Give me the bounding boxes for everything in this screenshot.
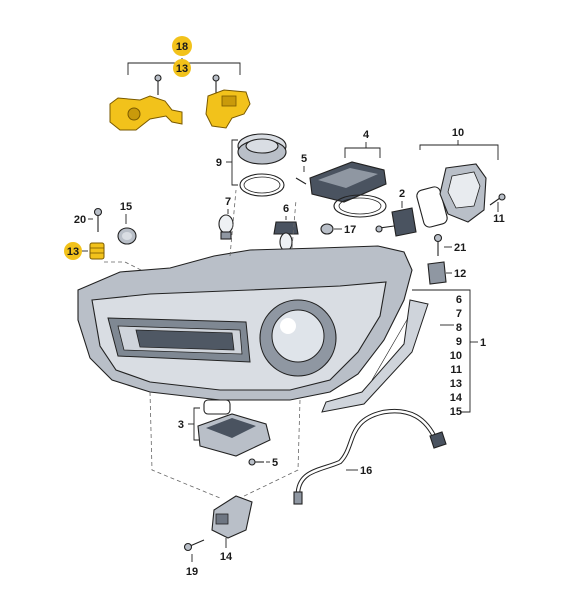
callout-19: 19 bbox=[186, 566, 198, 578]
cap-17 bbox=[320, 223, 334, 235]
screw-5-top bbox=[295, 177, 307, 185]
callout-21: 21 bbox=[454, 242, 466, 254]
assembly-item-8: 15 bbox=[450, 406, 462, 418]
callout-20: 20 bbox=[74, 214, 86, 226]
callout-5-bottom: 5 bbox=[272, 457, 278, 469]
callout-7: 7 bbox=[225, 196, 231, 208]
callout-5-top: 5 bbox=[301, 153, 307, 165]
callout-10: 10 bbox=[452, 127, 464, 139]
callout-14: 14 bbox=[220, 551, 233, 563]
spring-nut-13 bbox=[89, 242, 105, 260]
projector-lens bbox=[271, 309, 325, 363]
ballast-group: 5 4 bbox=[295, 129, 387, 218]
callout-18: 18 bbox=[176, 41, 188, 53]
xenon-bulb-group: 2 bbox=[375, 188, 417, 237]
assembly-item-5: 11 bbox=[450, 364, 462, 376]
bracket-group-top: 18 13 bbox=[109, 36, 251, 131]
callout-16: 16 bbox=[360, 465, 372, 477]
callout-13-left: 13 bbox=[67, 246, 79, 258]
callout-15: 15 bbox=[120, 201, 132, 213]
screw-left-top bbox=[154, 74, 162, 95]
assembly-item-3: 9 bbox=[456, 336, 462, 348]
callout-6-top: 6 bbox=[283, 203, 289, 215]
callout-12: 12 bbox=[454, 268, 466, 280]
lower-bracket-group: 14 19 bbox=[183, 495, 253, 578]
assembly-item-4: 10 bbox=[450, 350, 462, 362]
bulb-7 bbox=[218, 214, 234, 234]
bulb-6 bbox=[279, 232, 293, 252]
callout-1: 1 bbox=[480, 337, 486, 349]
bracket-left-part bbox=[109, 95, 183, 131]
headlight-housing bbox=[77, 189, 413, 499]
cap-and-seal: 9 bbox=[216, 133, 287, 197]
bracket-right-part bbox=[205, 89, 251, 129]
assembly-list: 1 6 7 8 9 10 11 13 14 15 bbox=[412, 289, 486, 418]
callout-3: 3 bbox=[178, 419, 184, 431]
ballast-seal bbox=[333, 194, 387, 218]
assembly-item-2: 8 bbox=[456, 322, 462, 334]
highlight-badge-18 bbox=[172, 36, 192, 56]
adjuster-12 bbox=[427, 261, 447, 285]
callout-11: 11 bbox=[493, 213, 505, 225]
trim-strip-8 bbox=[321, 299, 429, 413]
callout-9: 9 bbox=[216, 157, 222, 169]
highlight-badge-13-left bbox=[64, 242, 82, 260]
xenon-bulb bbox=[391, 207, 417, 237]
screw-11 bbox=[489, 197, 501, 206]
control-unit-gasket bbox=[203, 399, 231, 415]
callout-17: 17 bbox=[344, 224, 356, 236]
assembly-item-0: 6 bbox=[456, 294, 462, 306]
assembly-item-6: 13 bbox=[450, 378, 462, 390]
rear-cover-group: 10 11 bbox=[416, 127, 506, 228]
bulb-6-base bbox=[273, 221, 299, 235]
assembly-item-1: 7 bbox=[456, 308, 462, 320]
highlight-badge-13-top bbox=[173, 59, 191, 77]
right-small-parts: 21 12 bbox=[427, 233, 466, 285]
control-unit-group: 3 5 bbox=[178, 399, 278, 469]
bulbs-group: 7 6 17 bbox=[218, 196, 356, 252]
assembly-item-7: 14 bbox=[450, 392, 463, 404]
cap-seal-ring bbox=[239, 173, 285, 197]
left-small-parts: 20 15 13 bbox=[64, 201, 146, 273]
callout-2: 2 bbox=[399, 188, 405, 200]
bracket-14 bbox=[211, 495, 253, 539]
screw-19 bbox=[189, 539, 205, 547]
callout-4: 4 bbox=[363, 129, 370, 141]
callout-13-top: 13 bbox=[176, 63, 188, 75]
cable-16: 16 bbox=[293, 408, 447, 505]
